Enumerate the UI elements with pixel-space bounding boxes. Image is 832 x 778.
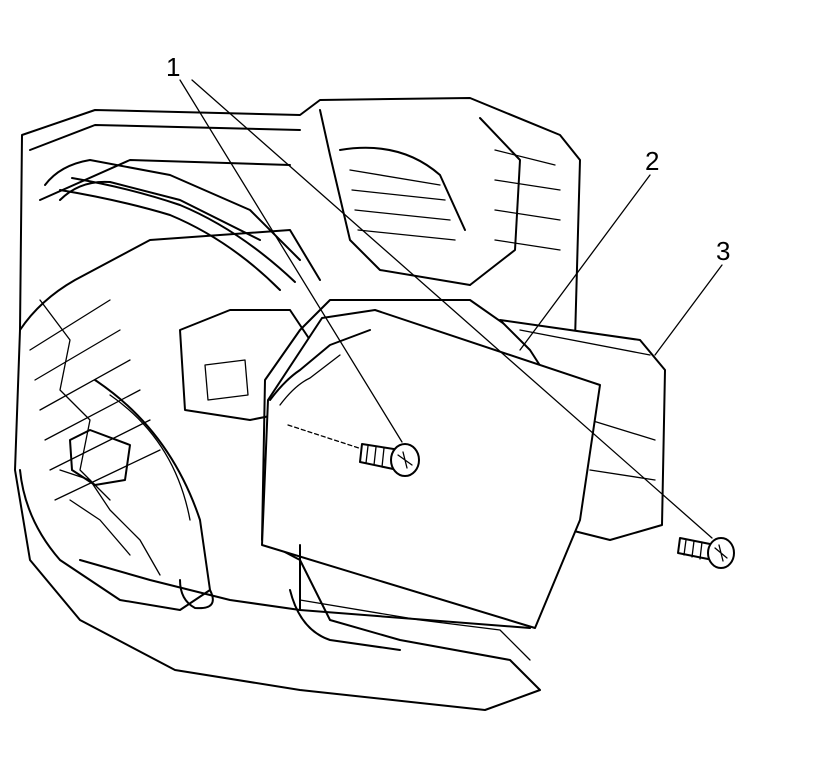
leader-lines (179, 79, 723, 539)
screw-center (287, 424, 420, 477)
screw-right (677, 537, 735, 569)
callout-1: 1 (166, 52, 180, 82)
callout-2: 2 (645, 146, 659, 176)
callout-3: 3 (716, 236, 730, 266)
callout-labels: 1 2 3 (166, 52, 730, 266)
cover-panel (261, 309, 601, 629)
